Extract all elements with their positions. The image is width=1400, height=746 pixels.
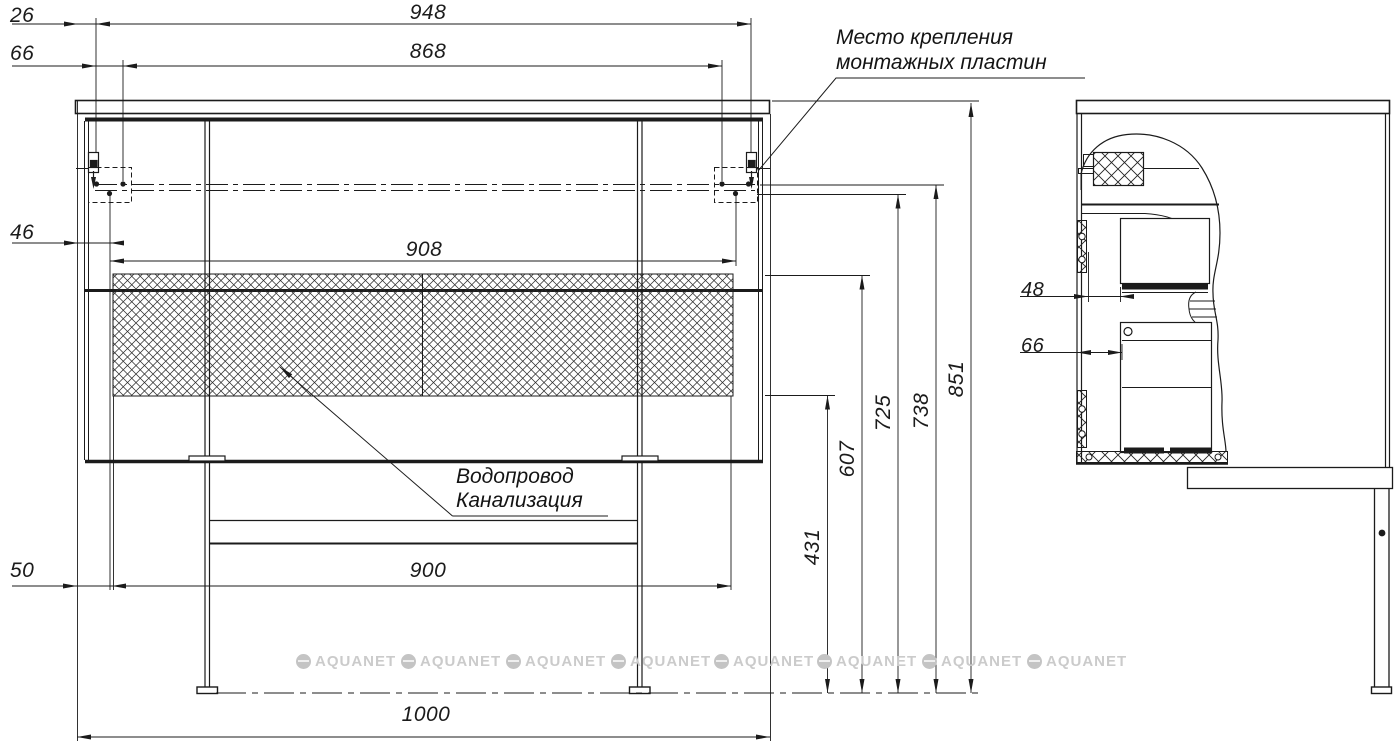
mounting-plates-label-line1: Место крепления xyxy=(836,26,1014,49)
basin-section-curve xyxy=(1080,133,1227,453)
plumbing-label: Водопровод Канализация xyxy=(456,465,583,513)
watermark: AQUANET xyxy=(401,651,501,671)
watermark: AQUANET xyxy=(506,651,606,671)
dim-725: 725 xyxy=(872,394,895,432)
side-leg xyxy=(1370,489,1393,695)
mounting-clip-right xyxy=(745,151,770,189)
plumbing-label-line2: Канализация xyxy=(456,489,583,512)
dim-26: 26 xyxy=(10,4,35,27)
watermark: AQUANET xyxy=(817,651,917,671)
plumbing-label-leader xyxy=(279,366,453,517)
side-dimensions xyxy=(1020,252,1134,360)
dim-738: 738 xyxy=(910,392,933,430)
dim-66-top: 66 xyxy=(10,42,35,65)
dim-607: 607 xyxy=(836,440,859,478)
siphon-section xyxy=(1188,291,1217,328)
watermark-logo-icon xyxy=(922,653,937,669)
mounting-plate-section xyxy=(1092,151,1145,187)
watermark-logo-icon xyxy=(714,653,729,669)
dim-66-side: 66 xyxy=(1021,335,1045,357)
dim-851: 851 xyxy=(945,360,968,398)
bottom-panel-hatch xyxy=(1076,451,1228,463)
watermark: AQUANET xyxy=(714,651,814,671)
dim-900: 900 xyxy=(409,559,447,582)
watermark-logo-icon xyxy=(506,653,521,669)
plumbing-label-line1: Водопровод xyxy=(456,465,574,488)
watermark-logo-icon xyxy=(296,653,311,669)
shelf-side xyxy=(1186,466,1394,490)
mounting-plates-label: Место крепления монтажных пластин xyxy=(836,25,1047,75)
dim-431: 431 xyxy=(801,528,824,566)
countertop-side xyxy=(1075,99,1391,115)
mounting-axis xyxy=(95,184,755,191)
side-view xyxy=(1020,99,1394,695)
mounting-plates-label-line2: монтажных пластин xyxy=(836,51,1047,74)
watermark-logo-icon xyxy=(1027,653,1042,669)
dim-50: 50 xyxy=(10,559,35,582)
countertop-front xyxy=(74,99,771,115)
watermark: AQUANET xyxy=(296,651,396,671)
dim-1000: 1000 xyxy=(401,703,451,726)
mounting-clip-left xyxy=(76,151,100,189)
frame-legs xyxy=(188,121,659,695)
dim-46: 46 xyxy=(10,221,35,244)
mounting-holes xyxy=(93,181,752,197)
front-view xyxy=(74,99,979,695)
front-dimensions xyxy=(12,18,1085,741)
watermark: AQUANET xyxy=(1027,651,1127,671)
watermark: AQUANET xyxy=(922,651,1022,671)
mounting-label-leader xyxy=(757,77,1085,172)
arrowheads xyxy=(63,21,974,740)
dim-868: 868 xyxy=(409,40,447,63)
watermark: AQUANET xyxy=(611,651,711,671)
watermark-logo-icon xyxy=(401,653,416,669)
watermark-logo-icon xyxy=(611,653,626,669)
upper-drawer xyxy=(1119,217,1211,285)
watermark-logo-icon xyxy=(817,653,832,669)
dim-908: 908 xyxy=(405,238,443,261)
dim-48-side: 48 xyxy=(1021,279,1045,301)
dim-948: 948 xyxy=(409,1,447,24)
